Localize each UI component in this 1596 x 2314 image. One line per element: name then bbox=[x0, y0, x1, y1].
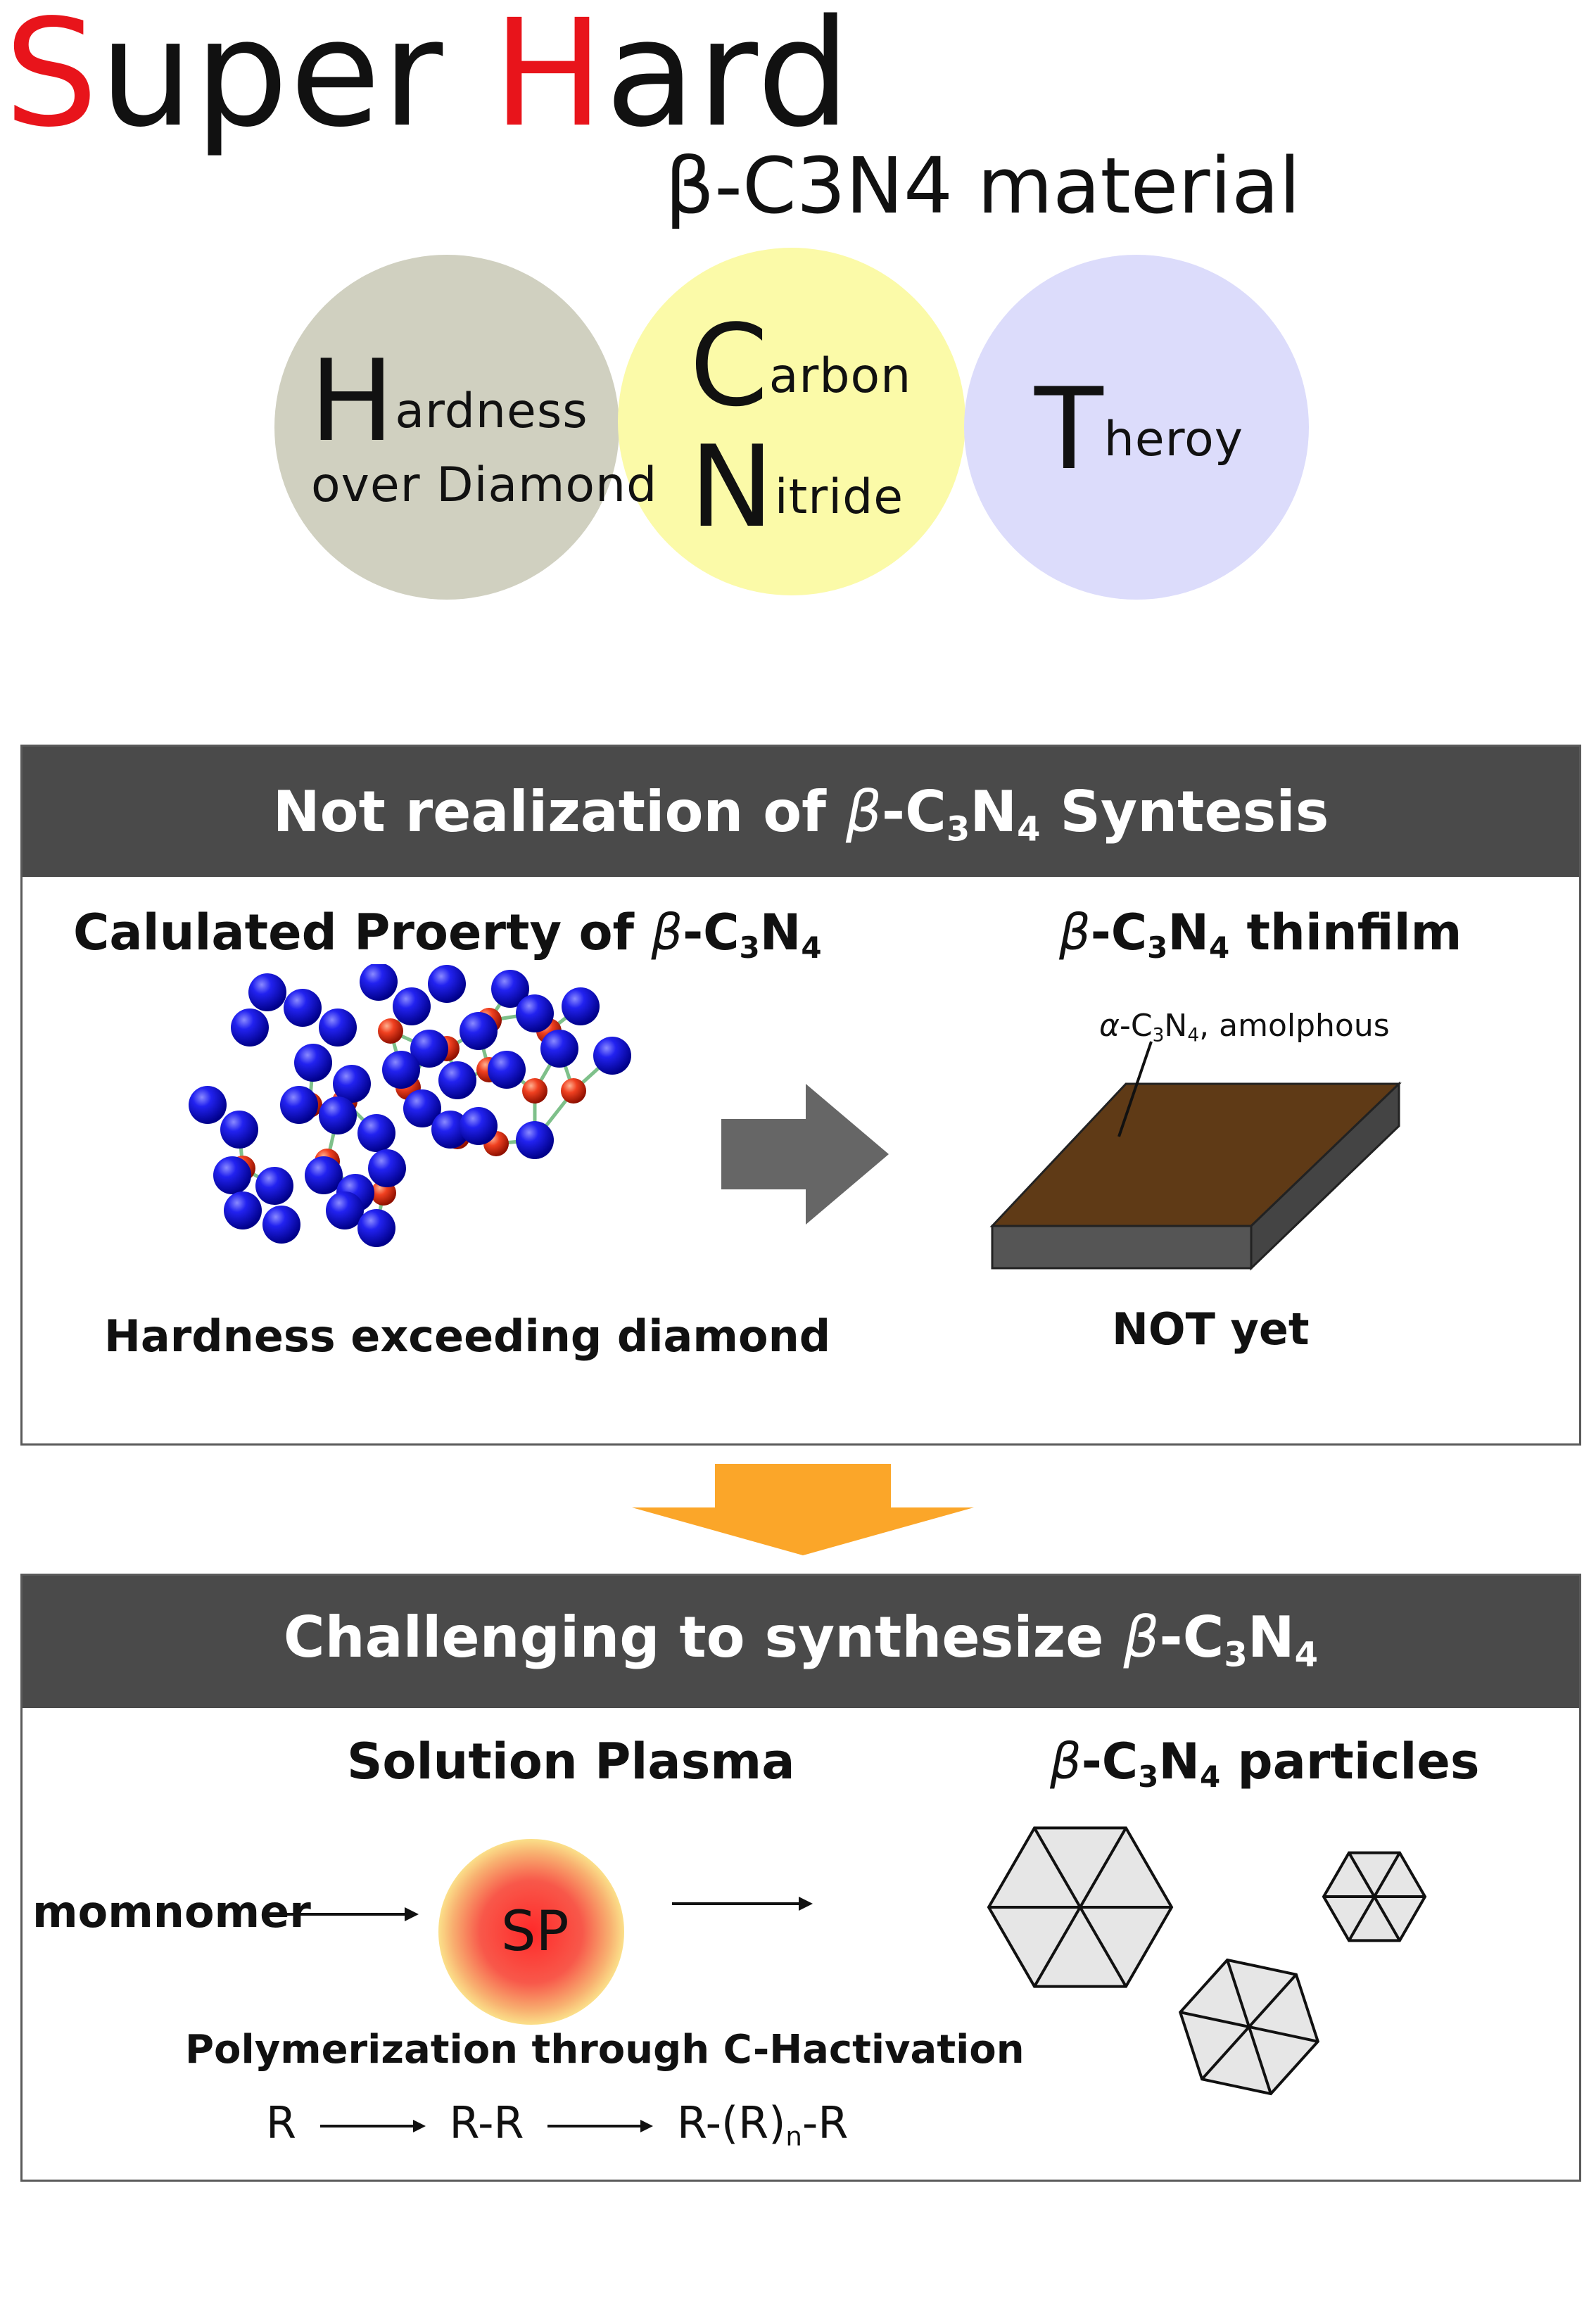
monomer-arrow-icon bbox=[278, 1907, 419, 1921]
carbon-atom bbox=[231, 1009, 269, 1047]
nitride-label: Nitride bbox=[690, 421, 904, 552]
solution-plasma-title: Solution Plasma bbox=[347, 1733, 795, 1790]
hardness-line1: Hardness bbox=[310, 335, 588, 467]
carbon-atom bbox=[438, 1061, 476, 1099]
page-subtitle: β-C3N4 material bbox=[665, 141, 1301, 231]
carbon-atom bbox=[305, 1156, 343, 1194]
thinfilm-title: β-C3N4 thinfilm bbox=[1059, 904, 1462, 965]
theory-label: Theroy bbox=[1034, 363, 1243, 495]
carbon-atom bbox=[333, 1065, 371, 1103]
carbon-atom bbox=[460, 1012, 498, 1050]
carbon-atom bbox=[357, 1114, 395, 1152]
carbon-atom bbox=[593, 1037, 631, 1075]
calculated-property-title: Calulated Proerty of β-C3N4 bbox=[73, 904, 822, 965]
carbon-atom bbox=[403, 1089, 441, 1127]
particle-facet-line bbox=[1033, 1827, 1127, 1987]
carbon-atom bbox=[540, 1030, 578, 1068]
particle-facet-line bbox=[1348, 1852, 1401, 1942]
carbon-atom bbox=[262, 1206, 300, 1244]
theory-circle bbox=[964, 255, 1309, 600]
crystal-structure-illustration bbox=[189, 964, 631, 1247]
carbon-atom bbox=[280, 1086, 318, 1124]
carbon-atom bbox=[213, 1156, 251, 1194]
down-arrow-icon bbox=[632, 1464, 974, 1555]
carbon-atom bbox=[491, 970, 529, 1008]
carbon-atom bbox=[516, 1121, 554, 1159]
hardness-caption: Hardness exceeding diamond bbox=[104, 1310, 831, 1362]
particles-illustration bbox=[987, 1826, 1427, 2096]
particles-title: β-C3N4 particles bbox=[1050, 1733, 1480, 1794]
eq-polymer: R-(R)n-R bbox=[677, 2097, 849, 2152]
carbon-atom bbox=[516, 994, 554, 1032]
hardness-line2: over Diamond bbox=[311, 457, 658, 513]
carbon-atom bbox=[326, 1191, 364, 1229]
nitrogen-atom bbox=[378, 1018, 403, 1044]
thinfilm-illustration bbox=[989, 1041, 1402, 1271]
carbon-atom bbox=[294, 1044, 332, 1082]
carbon-atom bbox=[431, 1111, 469, 1149]
carbon-atom bbox=[248, 973, 286, 1011]
hardness-circle bbox=[274, 255, 619, 600]
carbon-atom bbox=[460, 1107, 498, 1145]
panel-challenging: Challenging to synthesize β-C3N4 bbox=[20, 1574, 1581, 2182]
carbon-atom bbox=[319, 1009, 357, 1047]
carbon-atom bbox=[220, 1111, 258, 1149]
carbon-atom bbox=[319, 1096, 357, 1134]
page-title: Super Hard bbox=[4, 0, 852, 160]
panel-2-header: Challenging to synthesize β-C3N4 bbox=[23, 1576, 1579, 1708]
nitrogen-atom bbox=[561, 1078, 586, 1104]
carbon-atom bbox=[488, 1051, 526, 1089]
carbon-atom bbox=[189, 1086, 227, 1124]
carbon-label: Carbon bbox=[690, 300, 912, 431]
eq-arrow-2-icon bbox=[547, 2119, 654, 2132]
eq-r: R bbox=[266, 2097, 297, 2149]
carbon-atom bbox=[428, 965, 466, 1003]
right-arrow-icon bbox=[721, 1084, 889, 1225]
carbon-atom bbox=[562, 987, 600, 1025]
eq-arrow-1-icon bbox=[319, 2119, 426, 2132]
carbon-atom bbox=[255, 1167, 293, 1205]
monomer-label: momnomer bbox=[32, 1886, 311, 1937]
carbon-atom bbox=[368, 1149, 406, 1187]
carbon-atom bbox=[357, 1209, 395, 1247]
carbon-atom bbox=[284, 989, 322, 1027]
not-yet-caption: NOT yet bbox=[1112, 1303, 1310, 1355]
solution-plasma-ball bbox=[438, 1839, 624, 2025]
film-label: α-C3N4, amolphous bbox=[1099, 1008, 1390, 1047]
particle-facet-line bbox=[1201, 1973, 1298, 2080]
carbon-atom bbox=[410, 1030, 448, 1068]
carbon-atom bbox=[224, 1191, 262, 1229]
sp-label: SP bbox=[501, 1900, 569, 1964]
eq-rr: R-R bbox=[449, 2097, 524, 2149]
carbon-atom bbox=[382, 1051, 420, 1089]
plasma-output-arrow-icon bbox=[672, 1897, 813, 1911]
panel-1-header: Not realization of β-C3N4 Syntesis bbox=[23, 747, 1579, 877]
nitrogen-atom bbox=[522, 1078, 547, 1104]
carbon-nitride-circle bbox=[618, 248, 965, 595]
carbon-atom bbox=[393, 987, 431, 1025]
carbon-atom bbox=[360, 964, 398, 1001]
polymerization-caption: Polymerization through C-Hactivation bbox=[185, 2027, 1025, 2073]
reaction-equation: R R-R R-(R)n-R bbox=[266, 2097, 848, 2151]
